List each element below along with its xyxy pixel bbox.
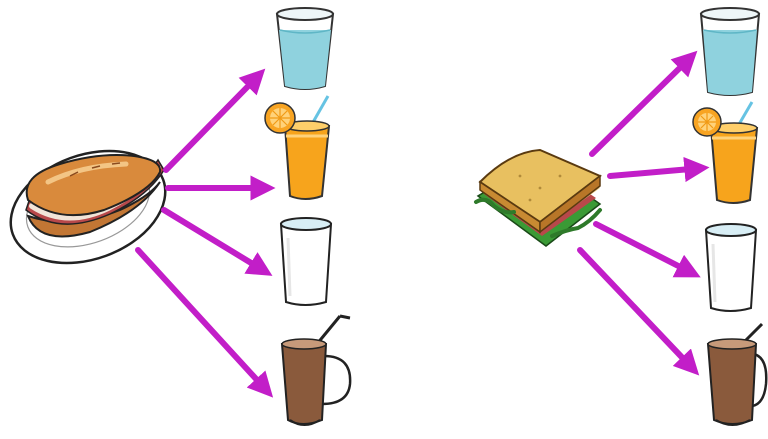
group-left (0, 8, 350, 425)
orange-juice-glass-icon (265, 96, 329, 199)
group-right (476, 8, 766, 425)
orange-juice-glass-icon (693, 102, 757, 203)
water-glass-icon (701, 8, 759, 95)
arrows-left (138, 74, 268, 392)
toast-sandwich-icon (476, 150, 600, 246)
baguette-sandwich-on-plate-icon (0, 131, 181, 283)
water-glass-icon (277, 8, 333, 89)
chocolate-milk-mug-icon (708, 324, 766, 425)
arrow-to-milk (596, 224, 694, 274)
arrow-to-water (592, 56, 692, 154)
arrow-to-milk (164, 210, 266, 272)
arrow-to-chocolate-milk (138, 250, 268, 392)
arrow-to-water (166, 74, 260, 170)
milk-glass-icon (706, 224, 756, 311)
chocolate-milk-mug-icon (282, 316, 350, 425)
arrow-to-orange-juice (610, 168, 702, 176)
milk-glass-icon (281, 218, 331, 305)
